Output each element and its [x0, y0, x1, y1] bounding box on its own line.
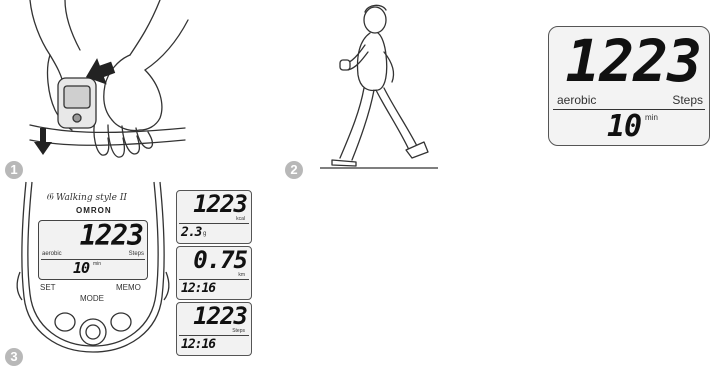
small-display-3-divider: [179, 335, 249, 336]
small-display-1-bottom: 2.3: [181, 225, 201, 240]
walking-logo-icon: 𝔊: [46, 192, 53, 203]
set-button-label[interactable]: SET: [40, 283, 56, 292]
small-display-2-bottom: 12:16: [181, 281, 215, 296]
small-display-2-divider: [179, 279, 249, 280]
device-steps-value: 1223: [80, 221, 143, 251]
small-display-calories: 1223 kcal 2.3 g: [176, 190, 252, 244]
large-time-value: 10: [607, 111, 641, 143]
small-display-2-unit: km: [238, 272, 245, 278]
large-label-aerobic: aerobic: [557, 93, 596, 107]
small-display-1-divider: [179, 223, 249, 224]
device-screen-divider: [41, 259, 145, 260]
small-display-steps: 1223 Steps 12:16: [176, 302, 252, 356]
small-display-1-bottom-unit: g: [203, 231, 206, 237]
small-displays: 1223 kcal 2.3 g 0.75 km 12:16 1223 Steps…: [176, 190, 252, 360]
device-front: 𝔊 Walking style II omron 1223 aerobic St…: [18, 182, 168, 354]
small-display-1-top: 1223: [193, 191, 247, 217]
large-lcd-display: 1223 aerobic Steps 10 min: [548, 26, 710, 146]
small-display-2-top: 0.75: [193, 247, 247, 273]
device-label-aerobic: aerobic: [42, 251, 62, 257]
large-time-unit: min: [645, 113, 658, 122]
hands-clip-illustration: [10, 0, 190, 165]
device-label-steps: Steps: [129, 251, 144, 257]
device-screen: 1223 aerobic Steps 10 min: [38, 220, 148, 280]
omron-logo: omron: [76, 206, 112, 215]
small-display-3-unit: Steps: [232, 328, 245, 334]
walking-person-illustration: [320, 0, 440, 170]
small-display-3-bottom: 12:16: [181, 337, 215, 352]
small-display-1-unit: kcal: [236, 216, 245, 222]
step-badge-1: 1: [5, 161, 23, 179]
large-label-steps: Steps: [672, 93, 703, 107]
device-time-unit: min: [93, 261, 101, 267]
brand-line: 𝔊 Walking style II: [46, 192, 127, 203]
small-display-3-top: 1223: [193, 303, 247, 329]
memo-button-label[interactable]: MEMO: [116, 283, 141, 292]
brand-line-text: Walking style II: [56, 193, 127, 203]
step-badge-3: 3: [5, 348, 23, 366]
device-time-value: 10: [73, 260, 89, 276]
small-display-distance: 0.75 km 12:16: [176, 246, 252, 300]
large-steps-value: 1223: [565, 29, 701, 93]
step-badge-2: 2: [285, 161, 303, 179]
mode-button-label[interactable]: MODE: [80, 294, 104, 303]
